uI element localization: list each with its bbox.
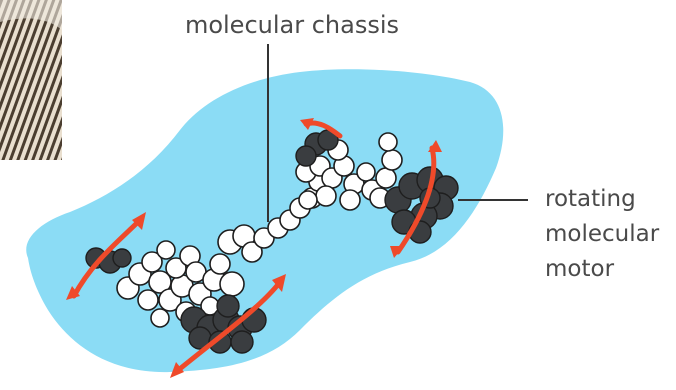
- inset-photo: [0, 0, 62, 160]
- chassis-label: molecular chassis: [185, 11, 399, 39]
- motor-label-line-1: rotating: [545, 186, 636, 212]
- motor-label-line-2: molecular: [545, 221, 660, 247]
- motor-label-line-3: motor: [545, 256, 615, 282]
